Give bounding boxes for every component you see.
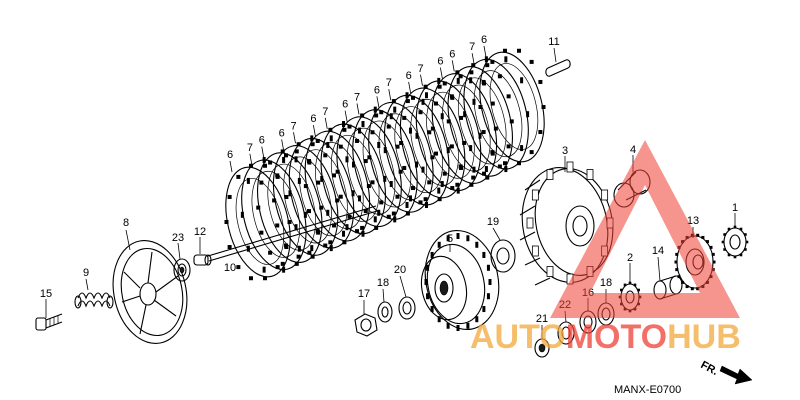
clutch-center-hub: [420, 229, 500, 331]
watermark-text-auto: AUTO: [470, 318, 566, 356]
label-part-3: 3: [562, 145, 568, 157]
label-part-5: 5: [447, 233, 453, 245]
plain-plate: [240, 156, 307, 273]
clutch-spring: [74, 292, 114, 309]
label-part-2: 2: [627, 252, 633, 264]
label-plate: 7: [354, 92, 360, 104]
label-plate: 6: [259, 135, 265, 147]
label-plate: 7: [322, 106, 328, 118]
label-plate: 6: [437, 56, 443, 68]
label-plate: 6: [342, 99, 348, 111]
label-plate: 6: [406, 70, 412, 82]
label-plate: 6: [227, 149, 233, 161]
pin: [545, 59, 571, 77]
pressure-plate: [112, 240, 188, 344]
label-part-18-right: 18: [600, 277, 612, 289]
friction-disc: [272, 142, 340, 259]
washer-left: [377, 301, 393, 323]
front-direction-label: FR.: [699, 359, 720, 378]
watermark-logo: AUTOMOTOHUB: [470, 140, 741, 356]
lifter-rod: [207, 205, 378, 262]
watermark-triangle-icon: [550, 140, 740, 318]
label-part-1: 1: [732, 202, 738, 214]
label-part-18-left: 18: [377, 277, 389, 289]
friction-disc: [430, 70, 498, 187]
plain-plate: [415, 77, 482, 194]
label-plate: 6: [310, 113, 316, 125]
label-plate: 7: [469, 41, 475, 53]
lock-washer: [398, 296, 416, 320]
friction-disc: [478, 48, 546, 166]
watermark-text-hub: HUB: [667, 318, 741, 356]
lifter-piece: [193, 254, 212, 266]
bearing: [173, 258, 191, 282]
watermark-text-moto: MOTO: [566, 318, 667, 356]
plain-plate: [463, 56, 530, 173]
oil-pump-drive-sprocket: [721, 225, 749, 259]
label-part-19: 19: [487, 216, 499, 228]
label-plate: 6: [374, 84, 380, 96]
label-part-9: 9: [83, 267, 89, 279]
label-plate: 7: [386, 77, 392, 89]
thrust-washer: [490, 239, 516, 273]
label-part-10: 10: [224, 262, 236, 274]
label-plate: 6: [481, 34, 487, 46]
label-plate: 7: [290, 120, 296, 132]
label-plate: 6: [279, 127, 285, 139]
watermark-text: AUTOMOTOHUB: [470, 318, 741, 356]
lock-nut: [354, 313, 378, 337]
label-part-11: 11: [548, 36, 559, 48]
bolt: [35, 313, 63, 331]
diagram-code: MANX-E0700: [614, 384, 681, 396]
friction-disc: [303, 127, 371, 245]
label-part-15: 15: [40, 288, 52, 300]
front-arrow-icon: [719, 365, 753, 385]
label-part-14: 14: [652, 245, 664, 257]
front-direction-indicator: FR.: [699, 359, 753, 385]
label-part-23: 23: [172, 232, 184, 244]
label-plate: 7: [417, 63, 423, 75]
label-part-20: 20: [394, 264, 406, 276]
friction-disc: [446, 63, 514, 180]
friction-disc: [335, 113, 403, 230]
friction-disc: [399, 84, 467, 202]
label-plate: 6: [449, 48, 455, 60]
label-part-13: 13: [687, 215, 699, 227]
label-part-17: 17: [358, 288, 370, 300]
friction-disc: [256, 149, 324, 266]
label-part-4: 4: [630, 144, 636, 156]
label-part-12: 12: [194, 226, 206, 238]
label-part-8: 8: [123, 217, 129, 229]
clutch-plate-stack: [224, 48, 546, 281]
plain-plate: [288, 135, 355, 252]
label-part-21: 21: [536, 313, 548, 325]
friction-disc: [367, 99, 435, 216]
label-plate: 7: [247, 142, 253, 154]
